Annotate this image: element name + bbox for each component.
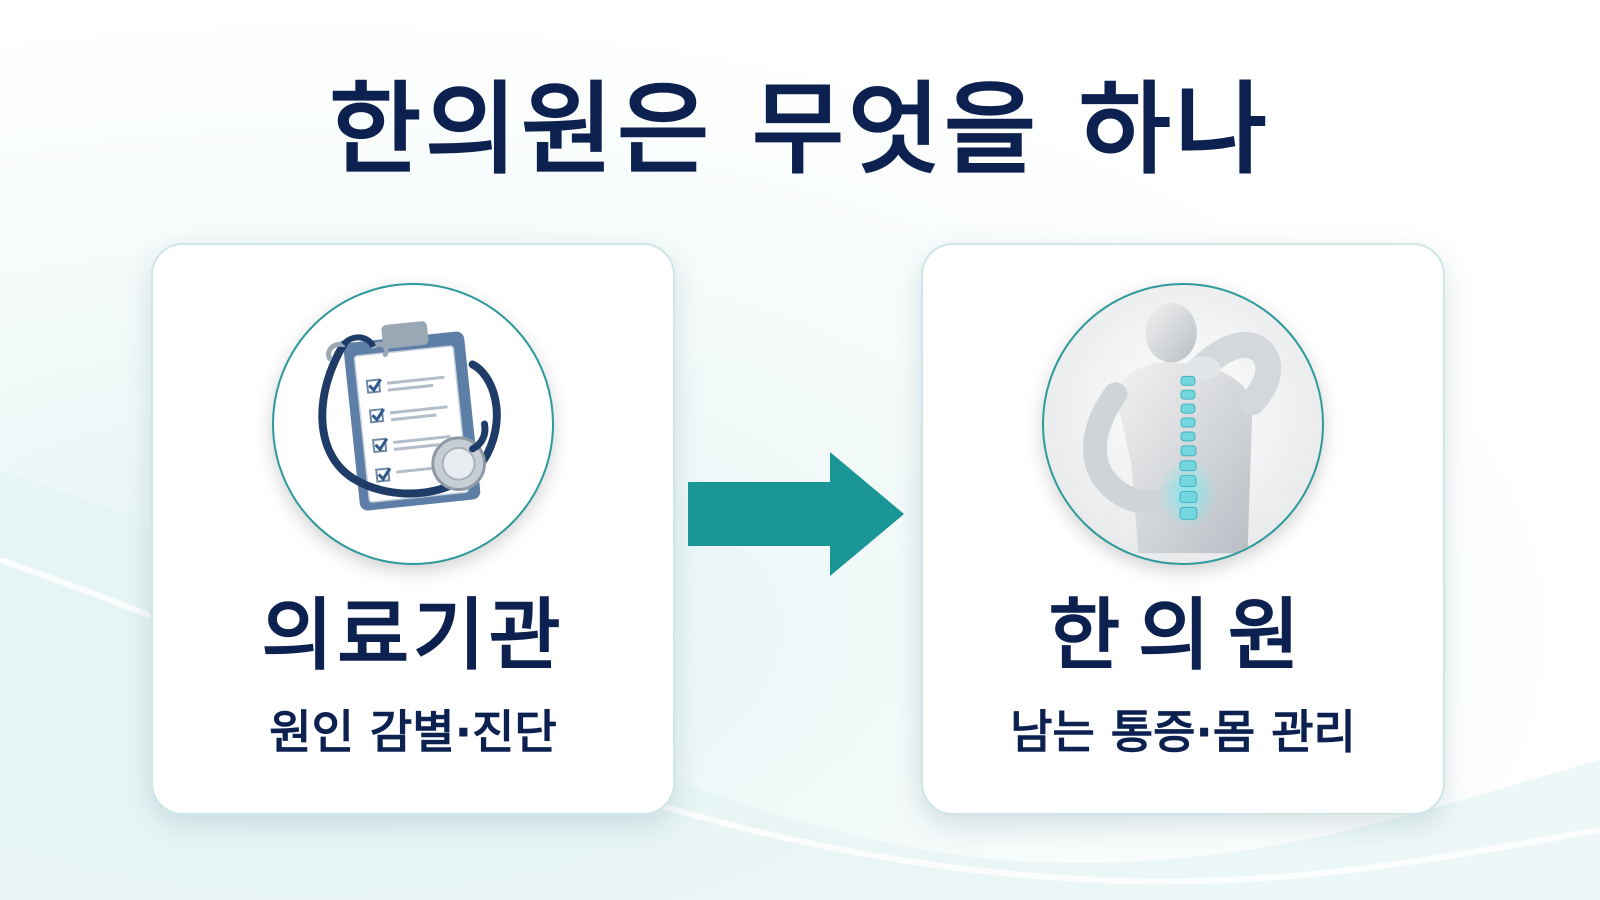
back-pain-spine-icon [1042,283,1324,565]
card-subtitle: 남는 통증·몸 관리 [1010,705,1356,759]
card-heading: 의료기관 [261,591,565,681]
clipboard-stethoscope-icon [272,283,554,565]
medical-institution-card: 의료기관 원인 감별·진단 [151,243,675,815]
arrow-right-icon [688,452,904,576]
card-heading: 한의원 [1048,591,1318,681]
korean-medicine-clinic-card: 한의원 남는 통증·몸 관리 [921,243,1445,815]
card-subtitle: 원인 감별·진단 [269,705,557,759]
page-title: 한의원은 무엇을 하나 [329,71,1271,188]
